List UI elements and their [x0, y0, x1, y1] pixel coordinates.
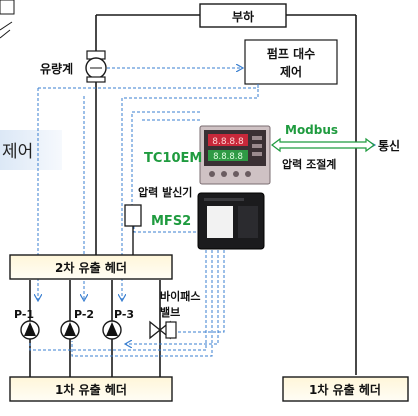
- pressure-transmitter-label: 압력 발신기: [138, 185, 192, 199]
- primary-header-right-label: 1차 유출 헤더: [309, 382, 381, 397]
- primary-header-left: 1차 유출 헤더: [9, 376, 173, 402]
- pump-control-label-line1: 펌프 대수: [267, 46, 315, 61]
- load-label: 부하: [232, 9, 254, 24]
- header-band: [0, 130, 62, 170]
- flowmeter-symbol: [85, 50, 107, 83]
- pump-control-label-line2: 제어: [280, 64, 302, 79]
- mfs2-unit: [197, 192, 265, 250]
- pressure-transmitter: [124, 204, 142, 255]
- pump-1: [20, 320, 40, 340]
- load-box: 부하: [199, 3, 287, 28]
- pump-3: [102, 320, 122, 340]
- tc10em-label: TC10EM: [144, 151, 202, 166]
- mfs2-label: MFS2: [151, 214, 191, 229]
- pump-label-3: P-3: [114, 308, 134, 321]
- bypass-valve-label-line2: 밸브: [160, 305, 180, 319]
- bypass-valve-label-line1: 바이패스: [160, 289, 200, 303]
- controller-display-bottom: 8.8.8.8: [213, 152, 243, 162]
- communication-label: 통신: [378, 138, 400, 153]
- pump-2: [60, 320, 80, 340]
- pressure-regulator-label: 압력 조절계: [282, 157, 336, 171]
- controller-display-top: 8.8.8.8: [212, 137, 244, 147]
- pump-label-2: P-2: [74, 308, 94, 321]
- bypass-valve-symbol: [149, 320, 177, 340]
- primary-header-left-label: 1차 유출 헤더: [55, 382, 127, 397]
- secondary-header-label: 2차 유출 헤더: [55, 260, 127, 275]
- secondary-header: 2차 유출 헤더: [9, 254, 173, 280]
- tc10em-controller: 8.8.8.8 8.8.8.8: [199, 125, 271, 185]
- pump-label-1: P-1: [14, 308, 34, 321]
- primary-header-right: 1차 유출 헤더: [282, 376, 409, 402]
- modbus-arrow: [271, 137, 375, 153]
- flowmeter-label: 유량계: [40, 61, 73, 76]
- control-fragment-label: 제어: [2, 142, 33, 162]
- modbus-label: Modbus: [285, 123, 338, 137]
- pump-control-box: 펌프 대수 제어: [244, 39, 338, 85]
- cropped-figure-fragment: [0, 0, 15, 39]
